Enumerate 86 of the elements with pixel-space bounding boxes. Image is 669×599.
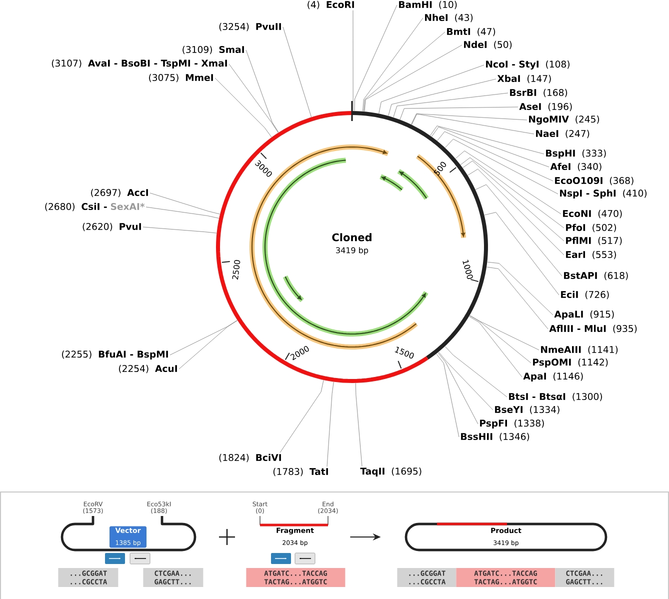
site-label: NheI (43) [425, 14, 473, 22]
site-label: (2620) PvuI [82, 222, 141, 232]
site-label: PflMI (517) [566, 236, 622, 246]
leader-line [468, 168, 564, 256]
site-label: BsrBI (168) [510, 88, 568, 98]
site-label: BtsI - BtsαI (1300) [509, 392, 602, 402]
leader-line [444, 138, 558, 194]
leader-line [388, 78, 496, 116]
leader-line [470, 315, 540, 350]
site-label: AflIII - MluI (935) [549, 324, 637, 334]
tick-label: 2500 [232, 260, 240, 280]
site-label: (1824) BciVI [219, 454, 281, 462]
leader-line [455, 150, 562, 214]
site-label: (2255) BfuAI - BspMI [62, 350, 168, 360]
leader-line [354, 4, 398, 112]
leader-line [469, 315, 532, 364]
leader-line [142, 226, 217, 234]
leader-line [355, 382, 362, 467]
site-label: AseI (196) [519, 102, 572, 112]
site-label: NdeI (50) [464, 40, 512, 50]
site-label: (3107) AvaI - BsoBI - TspMI - XmaI [52, 60, 227, 68]
site-label: NcoI - StyI (108) [486, 60, 570, 70]
leader-line [436, 354, 460, 438]
leader-line [438, 352, 494, 410]
leader-line [411, 114, 528, 125]
site-label: PspOMI (1142) [533, 358, 608, 368]
site-label: (2680) CsiI - SexAI* [45, 202, 145, 212]
site-label: NgoMIV (245) [529, 115, 600, 125]
leader-line [460, 157, 564, 228]
site-label: (2697) AccI [91, 188, 148, 198]
leader-line [462, 160, 564, 242]
leader-line [246, 50, 279, 133]
leader-line [393, 92, 508, 118]
tick-label: 1500 [394, 346, 414, 359]
site-label: (3254) PvuII [219, 22, 281, 32]
site-label: NspI - SphI (410) [560, 190, 647, 198]
leader-line [378, 64, 484, 114]
leader-line [214, 78, 272, 138]
leader-line [411, 114, 534, 134]
site-label: ApaLI (915) [554, 310, 614, 320]
leader-line [364, 32, 446, 112]
site-label: BssHII (1346) [461, 432, 530, 442]
site-label: (1783) TatI [273, 468, 328, 476]
leader-line [400, 106, 518, 120]
site-label: EciI (726) [561, 290, 609, 300]
leader-line [486, 266, 548, 330]
tick-label: 1000 [462, 260, 473, 279]
site-label: NmeAIII (1141) [541, 346, 618, 354]
leader-line [468, 316, 522, 378]
leader-line [282, 26, 312, 118]
leader-line [484, 212, 560, 296]
site-label: (3109) SmaI [182, 46, 244, 54]
site-label: ApaI (1146) [523, 372, 583, 382]
leader-line [438, 352, 478, 424]
site-label: PspFI (1338) [480, 420, 544, 428]
site-label: XbaI (147) [497, 74, 551, 84]
leader-line [364, 44, 462, 112]
site-label: (4) EcoRI [308, 0, 354, 10]
site-label: PfoI (502) [566, 224, 616, 232]
site-label: (3075) MmeI [149, 74, 213, 82]
leader-line [437, 131, 554, 182]
site-label: BamHI (10) [399, 0, 457, 10]
site-label: (2254) AcuI [118, 364, 177, 374]
leader-line [150, 192, 220, 214]
leader-line [431, 126, 550, 168]
leader-line [228, 64, 278, 133]
leader-line [326, 382, 334, 467]
leader-line [487, 262, 554, 316]
site-label: TaqII (1695) [360, 468, 422, 476]
leader-line [444, 346, 508, 398]
leader-line [146, 206, 220, 218]
leader-line [475, 184, 562, 276]
site-label: EcoNI (470) [563, 210, 622, 218]
site-label: EcoO109I (368) [555, 176, 634, 186]
leader-line [430, 126, 544, 154]
leader-line [170, 320, 238, 356]
site-label: BspHI (333) [546, 150, 606, 158]
site-label: NaeI (247) [536, 130, 590, 138]
leader-line [362, 18, 424, 112]
site-label: BseYI (1334) [495, 406, 560, 414]
leader-line [280, 380, 324, 453]
site-label: BmtI (47) [447, 28, 496, 36]
leader-line [178, 320, 238, 370]
site-label: AfeI (340) [550, 162, 602, 172]
site-label: EarI (553) [566, 250, 616, 260]
site-label: BstAPI (618) [564, 272, 628, 280]
